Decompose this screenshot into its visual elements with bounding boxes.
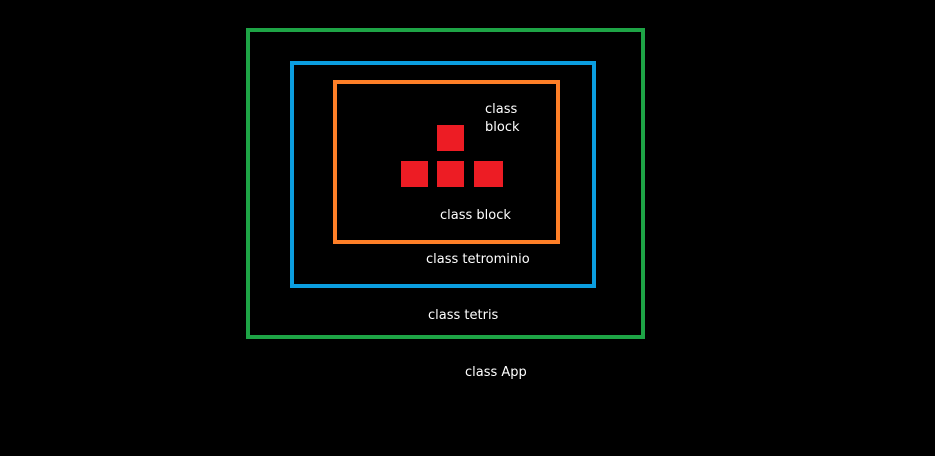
- tetrominio-container: [290, 61, 596, 288]
- block-square: [437, 125, 464, 151]
- block-label-top: class block: [485, 101, 520, 137]
- tetris-label: class tetris: [428, 308, 499, 323]
- block-square: [401, 161, 428, 187]
- block-square: [474, 161, 503, 187]
- block-label-top-line1: class: [485, 102, 518, 117]
- tetris-container: [246, 28, 645, 339]
- block-label-bottom: class block: [440, 208, 511, 223]
- tetrominio-label: class tetrominio: [426, 252, 530, 267]
- block-square: [437, 161, 464, 187]
- block-label-top-line2: block: [485, 120, 520, 135]
- block-container: [333, 80, 560, 244]
- app-label: class App: [465, 365, 527, 380]
